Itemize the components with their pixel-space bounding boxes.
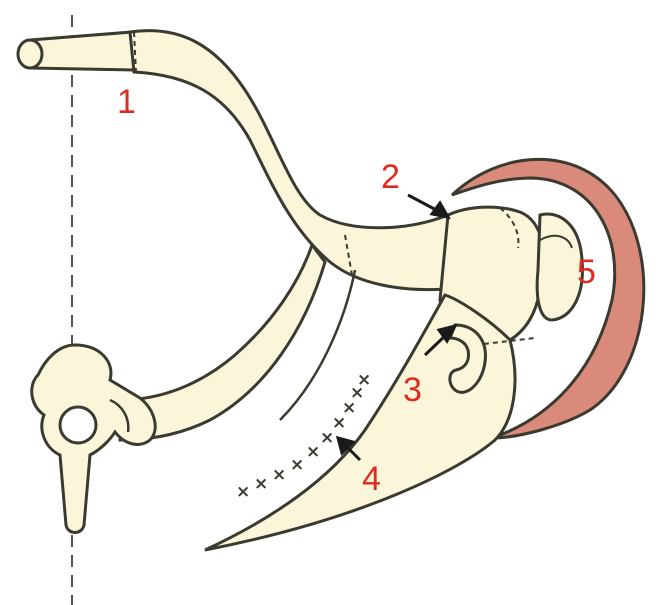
label-3: 3 [403,371,422,409]
incision-mark: × [236,482,250,502]
incision-mark: × [290,455,304,475]
vertebral-foramen [60,407,96,443]
incision-mark: × [357,370,371,390]
arrow-2-head [432,203,448,217]
incision-mark: × [254,474,268,494]
incision-mark: × [306,442,320,462]
rib-medial-stub-end [18,40,42,68]
label-1: 1 [117,83,136,121]
glenoid [537,214,582,320]
incision-mark: × [272,465,286,485]
vertebra-body [32,345,155,533]
label-5: 5 [577,253,596,291]
label-4: 4 [362,460,381,498]
first-rib [130,31,458,290]
label-2: 2 [381,158,400,196]
